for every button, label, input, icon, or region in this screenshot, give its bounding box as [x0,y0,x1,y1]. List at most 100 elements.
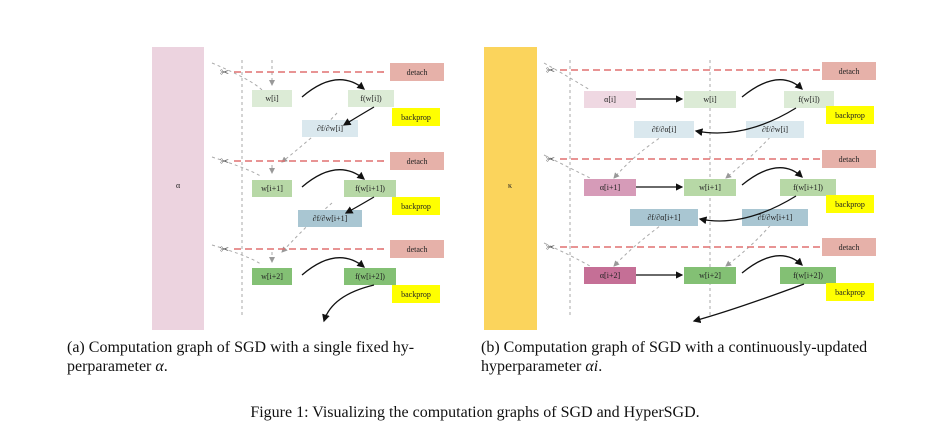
arrow-f3-down [692,283,805,324]
grad-w-node-2-label: ∂f/∂w[i+1] [313,214,348,223]
detach-label-1: detach [407,68,428,77]
grad-alpha-to-alpha3-flow [613,222,665,267]
f-node-3-label: f(w[i+2]) [793,271,823,280]
caption-a-math: α [155,358,164,375]
backprop-box-3 [392,285,440,303]
f-node-2-label: f(w[i+1]) [793,183,823,192]
panel-b-graph: κ ✂ ✂ ✂ [484,45,876,330]
w-node-3-label: w[i+2] [261,272,283,281]
caption-a-end: . [163,358,168,375]
scissors-icon: ✂ [546,64,555,77]
grad-alpha-node-1 [634,121,694,138]
alpha-node-3-label: α[i+2] [600,271,621,280]
w-node-1 [252,90,292,107]
detach-box-3 [822,238,876,256]
svg-text:✂: ✂ [546,64,555,77]
arrow-w1-to-f1 [741,79,803,98]
detach-box-2 [390,152,444,170]
caption-a-label: (a) [67,339,85,356]
grad-alpha-node-2-label: ∂f/∂α[i+1] [647,213,680,222]
caption-b-text: Computation graph of SGD with a continuo… [481,339,868,375]
f-node-1 [784,91,834,108]
detach-label-3: detach [407,245,428,254]
grad-alpha-to-alpha2-flow [613,134,665,179]
grad-w-node-1-label: ∂f/∂w[i] [762,125,788,134]
f-node-3 [780,267,836,284]
svg-text:✂: ✂ [546,241,555,254]
alpha-node-1 [584,91,636,108]
figure-caption: Figure 1: Visualizing the computation gr… [250,404,700,421]
w-node-3 [252,268,292,285]
alpha-node-2 [584,179,636,196]
curved-flow-2 [543,154,591,179]
caption-b: (b) Computation graph of SGD with a cont… [481,338,906,376]
f-node-1-label: f(w[i]) [360,94,382,103]
f-node-1 [348,90,394,107]
arrow-f1-to-grad-alpha1 [694,107,797,137]
grad-w-node-1-label: ∂f/∂w[i] [317,124,343,133]
arrow-f2-to-grad2 [344,196,375,214]
grad-alpha-node-2 [630,209,698,226]
panel-b-nodes-svg: detach detach detach α[i] α[i+1] α[i+2] … [584,62,876,324]
w-node-1-label: w[i] [265,94,279,103]
backprop-label-2: backprop [401,202,431,211]
curved-flow-3 [543,242,591,267]
w-node-1 [684,91,736,108]
curved-flow-3 [211,244,263,266]
f-node-3-label: f(w[i+2]) [355,272,385,281]
f-node-2-label: f(w[i+1]) [355,184,385,193]
panel-b-svg: κ ✂ ✂ ✂ [484,47,820,330]
detach-label-2: detach [839,155,860,164]
caption-b-label: (b) [481,339,500,356]
scissors-icon: ✂ [220,66,229,79]
detach-box-2 [822,150,876,168]
arrow-w3-to-f3 [301,257,366,276]
f-node-2 [344,180,396,197]
grad-w-node-2 [298,210,362,227]
backprop-label-1: backprop [835,111,865,120]
w-node-2-label: w[i+1] [699,183,721,192]
svg-text:✂: ✂ [220,155,229,168]
grad-alpha-node-1-label: ∂f/∂α[i] [652,125,677,134]
svg-text:✂: ✂ [546,153,555,166]
caption-b-math: αi [585,358,599,375]
curved-flow-2 [211,156,263,178]
scissors-icon: ✂ [546,241,555,254]
panel-a-svg: α ✂ ✂ ✂ detac [152,47,444,330]
caption-a: (a) Computation graph of SGD with a sing… [67,338,472,376]
caption-b-end: . [598,358,603,375]
kappa-bar-label: κ [508,181,512,190]
arrow-f2-to-grad-alpha2 [698,195,797,225]
curved-flow-1 [211,62,263,91]
svg-text:✂: ✂ [220,66,229,79]
backprop-label-3: backprop [401,290,431,299]
backprop-box-1 [826,106,874,124]
w-node-2-label: w[i+1] [261,184,283,193]
w-node-2 [252,180,292,197]
detach-label-3: detach [839,243,860,252]
backprop-box-2 [392,197,440,215]
w-node-3-label: w[i+2] [699,271,721,280]
grad-w-node-2-label: ∂f/∂w[i+1] [758,213,793,222]
detach-box-1 [822,62,876,80]
arrow-w2-to-f2 [301,169,366,188]
curved-flow-1 [543,62,591,91]
backprop-box-2 [826,195,874,213]
grad-w-to-w3-flow [725,220,775,267]
svg-text:✂: ✂ [220,243,229,256]
alpha-bar [152,47,204,330]
arrow-w1-to-f1 [301,79,366,98]
scissors-icon: ✂ [220,155,229,168]
backprop-label-2: backprop [835,200,865,209]
w-node-1-label: w[i] [703,95,717,104]
alpha-node-2-label: α[i+1] [600,183,621,192]
kappa-bar [484,47,537,330]
grad-w-node-2 [742,209,808,226]
detach-label-1: detach [839,67,860,76]
grad-w-to-w2-flow [725,132,775,179]
w-node-2 [684,179,736,196]
backprop-box-1 [392,108,440,126]
arrow-w3-to-f3 [741,255,803,274]
alpha-node-1-label: α[i] [604,95,616,104]
